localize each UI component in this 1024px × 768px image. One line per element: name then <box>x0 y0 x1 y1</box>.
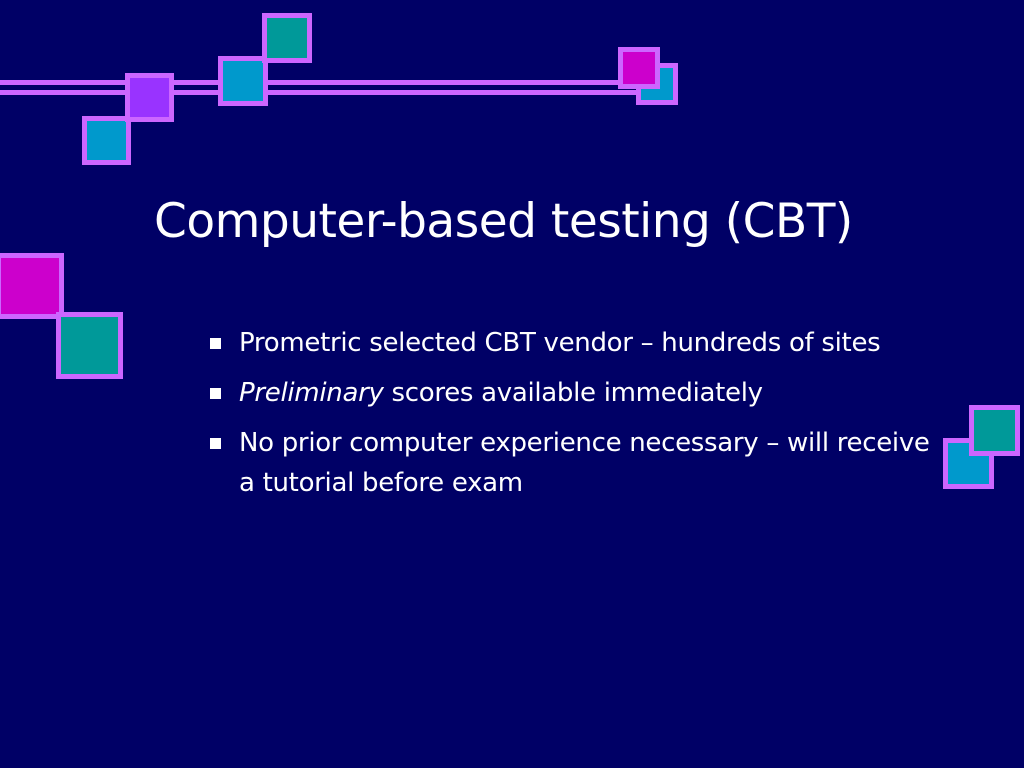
bullet-text: Prometric selected CBT vendor – hundreds… <box>239 328 881 358</box>
decor-square-teal <box>56 312 123 379</box>
bullet-item: Preliminary scores available immediately <box>206 373 936 413</box>
bullet-item: No prior computer experience necessary –… <box>206 423 936 503</box>
bullet-emphasis: Preliminary <box>239 378 384 408</box>
square-bullet-icon <box>210 338 221 349</box>
decor-square-teal <box>969 405 1020 456</box>
square-bullet-icon <box>210 438 221 449</box>
decor-line-bottom <box>0 90 650 95</box>
bullet-text: scores available immediately <box>383 378 764 408</box>
decor-square-violet <box>125 73 174 122</box>
bullet-text: No prior computer experience necessary –… <box>239 428 930 498</box>
bullet-item: Prometric selected CBT vendor – hundreds… <box>206 323 936 363</box>
decor-line-top <box>0 80 650 85</box>
decor-square-cyan <box>82 116 131 165</box>
slide-title: Computer-based testing (CBT) <box>154 194 853 249</box>
bullet-list: Prometric selected CBT vendor – hundreds… <box>206 323 936 513</box>
decor-square-magenta <box>0 253 64 319</box>
decor-square-cyan <box>218 56 268 106</box>
decor-square-magenta <box>618 47 660 89</box>
decor-square-teal <box>262 13 312 63</box>
square-bullet-icon <box>210 388 221 399</box>
